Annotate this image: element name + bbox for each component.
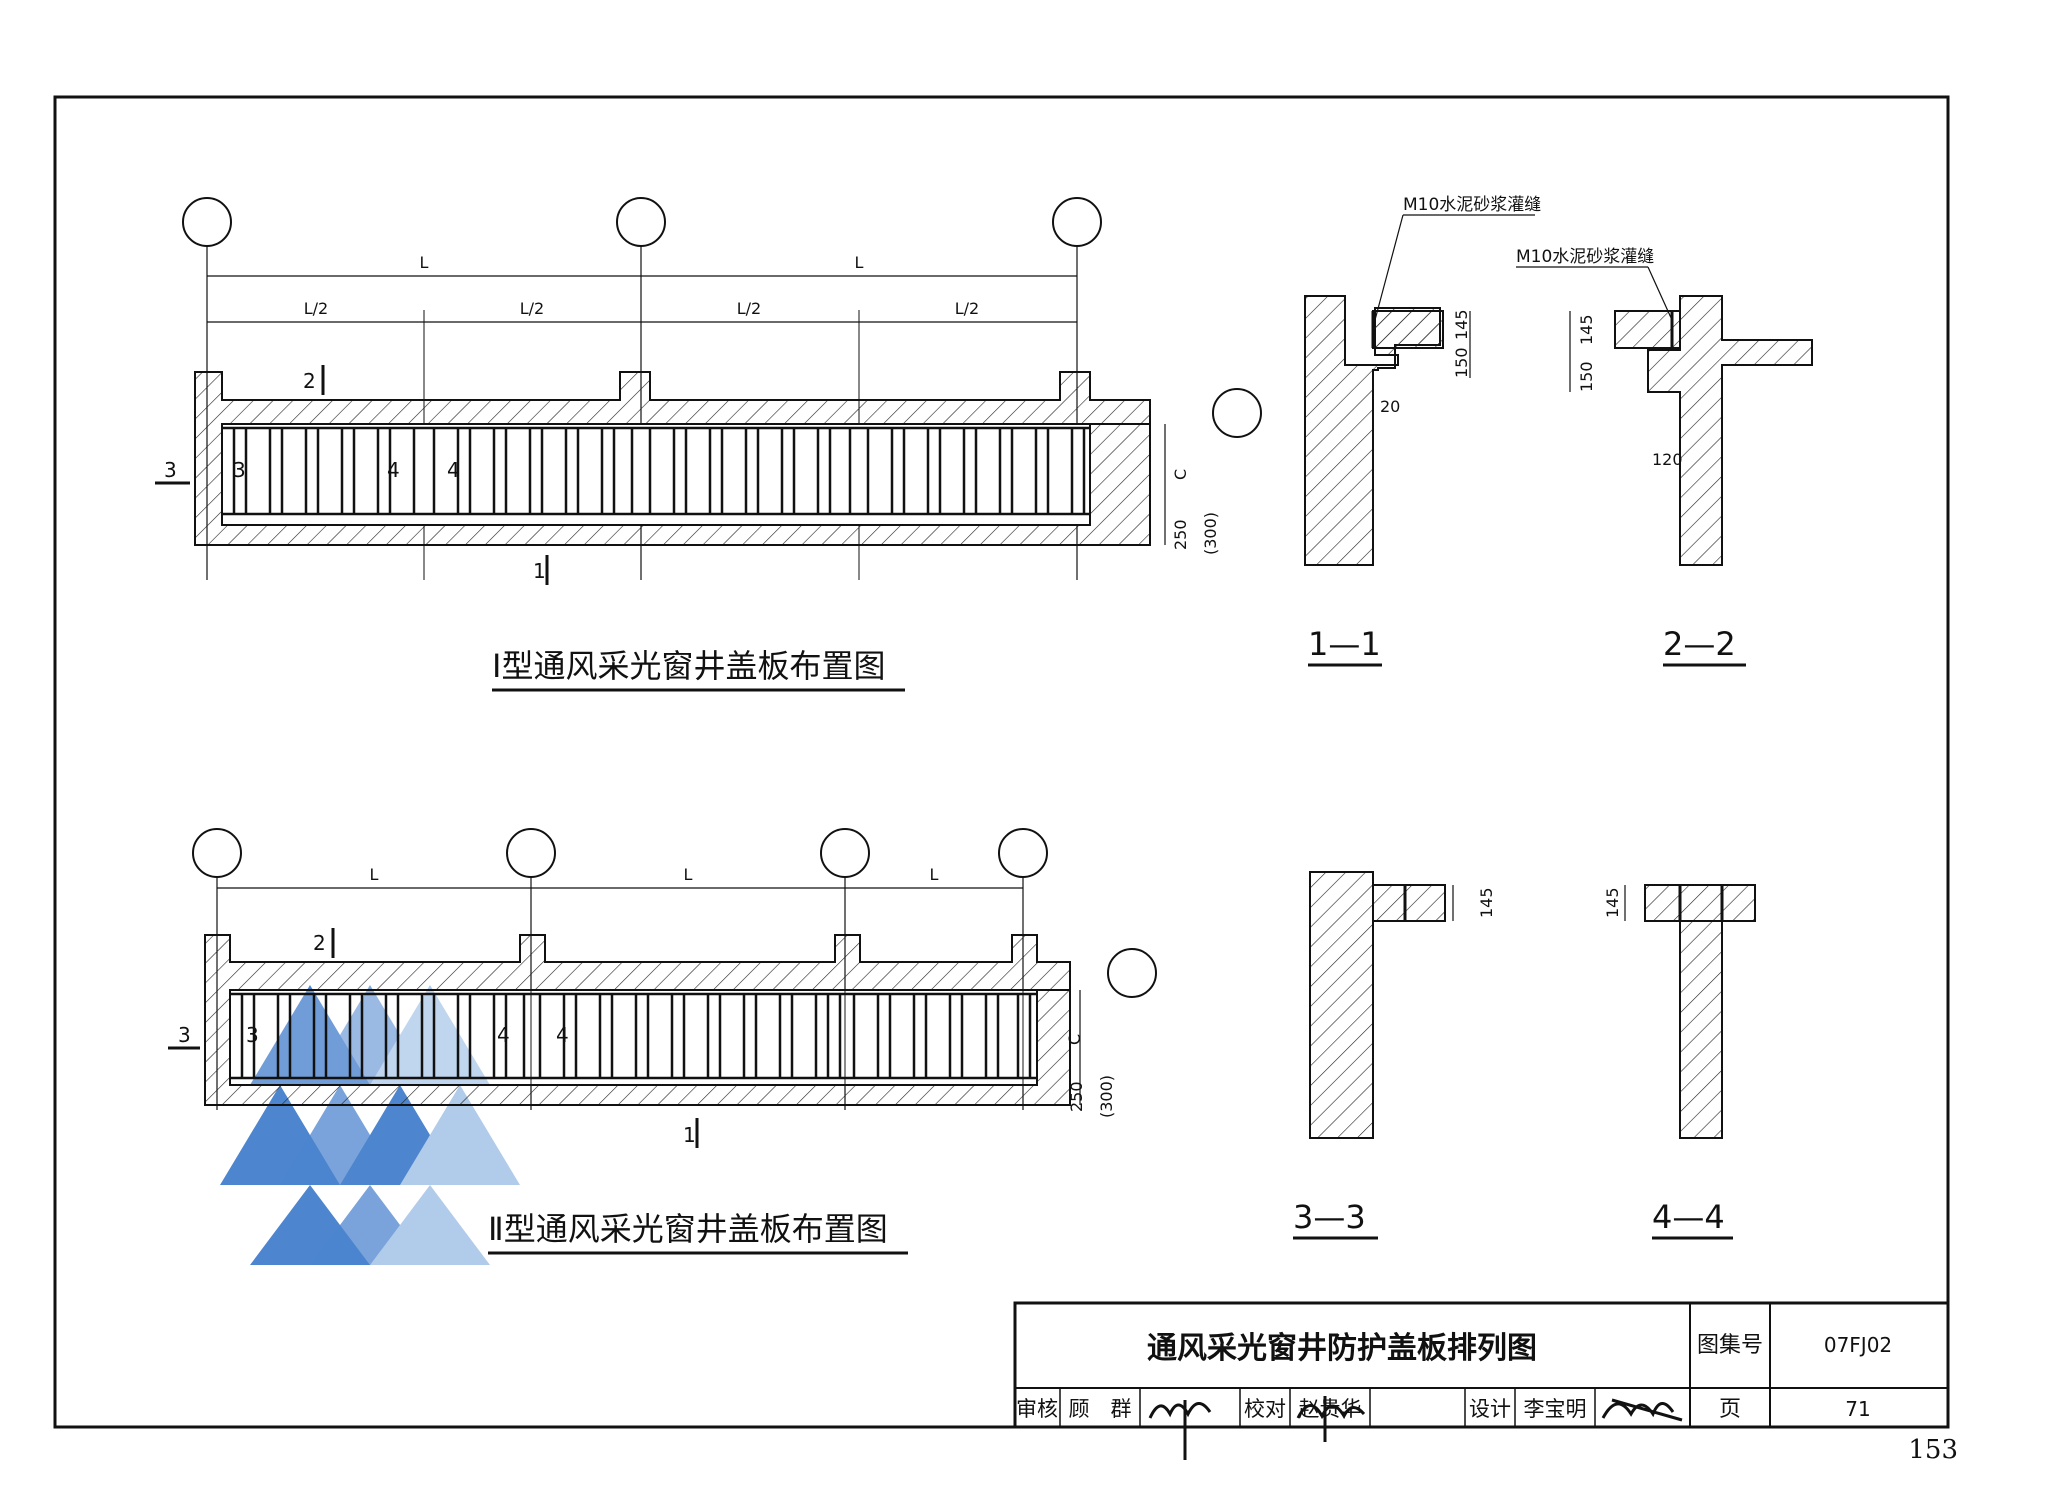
mortar-note: M10水泥砂浆灌缝 <box>1516 247 1654 267</box>
dim-145: 145 <box>1603 887 1622 918</box>
mortar-note: M10水泥砂浆灌缝 <box>1403 195 1541 215</box>
section-title: 4—4 <box>1652 1198 1725 1236</box>
axis-bubble <box>1052 197 1102 247</box>
axis-bubble <box>182 197 232 247</box>
section-title: 2—2 <box>1663 625 1736 663</box>
section-title: 3—3 <box>1293 1198 1366 1236</box>
axis-bubble <box>820 828 870 878</box>
dim-300: (300) <box>1201 512 1220 555</box>
dim-20: 20 <box>1380 397 1400 416</box>
dim-L-1: L <box>420 253 429 272</box>
cut-mark-3: 3 <box>164 458 177 482</box>
dim-half-3: L/2 <box>737 299 761 318</box>
cut-mark-3: 3 <box>178 1023 191 1047</box>
signature-checker <box>1296 1396 1366 1442</box>
section-3-3: 145 3—3 <box>1293 871 1496 1240</box>
dim-300: (300) <box>1097 1075 1116 1118</box>
dim-150: 150 <box>1452 347 1471 378</box>
dim-L-3: L <box>930 865 939 884</box>
dim-c: C <box>1171 469 1190 480</box>
design-label: 设计 <box>1469 1397 1511 1421</box>
atlas-label: 图集号 <box>1697 1333 1763 1358</box>
atlas-number: 07FJ02 <box>1824 1333 1892 1357</box>
axis-bubble <box>192 828 242 878</box>
section-title: 1—1 <box>1308 625 1381 663</box>
dim-L-2: L <box>855 253 864 272</box>
dim-half-2: L/2 <box>520 299 544 318</box>
cut-mark-1: 1 <box>683 1123 696 1147</box>
cut-mark-4: 4 <box>387 458 400 482</box>
page-label: 页 <box>1719 1397 1741 1422</box>
review-label: 审核 <box>1016 1397 1058 1421</box>
page-no: 71 <box>1845 1397 1870 1421</box>
plan-type-2: L L L <box>168 828 1157 1265</box>
signature-designer <box>1601 1398 1683 1422</box>
cut-mark-3b: 3 <box>233 458 246 482</box>
section-2-2: M10水泥砂浆灌缝 150 145 120 2—2 <box>1516 247 1813 667</box>
reviewer-name: 顾 群 <box>1069 1397 1132 1421</box>
section-4-4: 145 4—4 <box>1603 884 1756 1240</box>
watermark-logo <box>220 985 520 1265</box>
cut-mark-4: 4 <box>497 1023 510 1047</box>
dim-150: 150 <box>1577 361 1596 392</box>
dim-half-4: L/2 <box>955 299 979 318</box>
sheet-border <box>53 95 1950 1429</box>
cover-plates <box>230 992 1037 1080</box>
cut-mark-4b: 4 <box>556 1023 569 1047</box>
axis-bubble <box>616 197 666 247</box>
page-number: 153 <box>1908 1435 1958 1465</box>
cover-plates <box>222 426 1090 516</box>
dim-250: 250 <box>1171 519 1190 550</box>
plan1-title: Ⅰ型通风采光窗井盖板布置图 <box>492 647 885 685</box>
section-1-1: M10水泥砂浆灌缝 145 150 20 1—1 <box>1304 195 1541 667</box>
title-block: 通风采光窗井防护盖板排列图 图集号 07FJ02 页 71 审核 顾 群 校对 … <box>1013 1301 1950 1460</box>
signature-reviewer <box>1148 1400 1212 1460</box>
dim-half-1: L/2 <box>304 299 328 318</box>
dim-c: C <box>1065 1034 1084 1045</box>
cut-mark-3b: 3 <box>246 1023 259 1047</box>
dim-145: 145 <box>1477 887 1496 918</box>
designer-name: 李宝明 <box>1524 1397 1587 1421</box>
drawing-title: 通风采光窗井防护盖板排列图 <box>1147 1331 1537 1366</box>
plan2-title: Ⅱ型通风采光窗井盖板布置图 <box>488 1210 888 1248</box>
cut-mark-2: 2 <box>303 369 316 393</box>
cut-mark-4b: 4 <box>447 458 460 482</box>
dim-L-2: L <box>684 865 693 884</box>
dim-L-1: L <box>370 865 379 884</box>
cut-mark-2: 2 <box>313 931 326 955</box>
plan-type-1: L L L/2 L/2 L/2 L/2 <box>155 197 1262 692</box>
axis-bubble <box>998 828 1048 878</box>
dim-120: 120 <box>1652 450 1683 469</box>
dim-250: 250 <box>1067 1081 1086 1112</box>
dim-145: 145 <box>1577 314 1596 345</box>
dim-145: 145 <box>1452 309 1471 340</box>
axis-bubble <box>506 828 556 878</box>
cut-mark-1: 1 <box>533 559 546 583</box>
axis-bubble <box>1107 948 1157 998</box>
axis-bubble <box>1212 388 1262 438</box>
check-label: 校对 <box>1244 1397 1286 1421</box>
well-wall <box>194 371 1151 546</box>
